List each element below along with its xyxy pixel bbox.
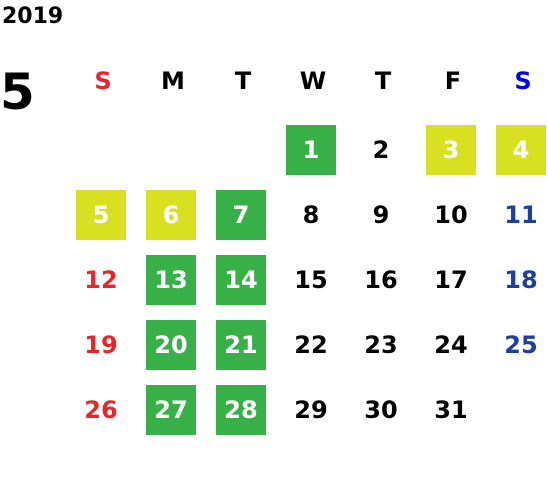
day-cell[interactable]: 24 xyxy=(418,312,488,377)
weekday-saturday: S xyxy=(514,67,532,95)
day-cell[interactable]: 20 xyxy=(138,312,208,377)
day-number: 21 xyxy=(216,320,266,370)
day-cell[interactable]: 30 xyxy=(348,377,418,442)
day-number: 20 xyxy=(146,320,196,370)
day-cell[interactable]: 26 xyxy=(68,377,138,442)
day-cell[interactable]: 11 xyxy=(488,182,548,247)
day-number: 31 xyxy=(434,396,468,424)
day-number: 22 xyxy=(294,331,328,359)
day-number: 17 xyxy=(434,266,468,294)
day-number: 25 xyxy=(504,331,538,359)
day-cell[interactable]: 31 xyxy=(418,377,488,442)
day-cell[interactable]: 28 xyxy=(208,377,278,442)
day-cell[interactable]: 10 xyxy=(418,182,488,247)
day-cell[interactable]: 18 xyxy=(488,247,548,312)
day-number: 7 xyxy=(216,190,266,240)
day-cell[interactable]: 15 xyxy=(278,247,348,312)
day-cell[interactable]: 6 xyxy=(138,182,208,247)
day-cell[interactable]: 21 xyxy=(208,312,278,377)
day-number: 8 xyxy=(302,201,320,229)
day-cell[interactable]: 16 xyxy=(348,247,418,312)
day-number: 1 xyxy=(286,125,336,175)
day-number: 24 xyxy=(434,331,468,359)
month-label: 5 xyxy=(0,63,35,121)
day-cell[interactable]: 12 xyxy=(68,247,138,312)
day-number: 11 xyxy=(504,201,538,229)
day-number: 26 xyxy=(84,396,118,424)
day-number: 13 xyxy=(146,255,196,305)
day-number: 14 xyxy=(216,255,266,305)
day-cell[interactable]: 13 xyxy=(138,247,208,312)
day-cell[interactable]: 27 xyxy=(138,377,208,442)
weekday-thursday: T xyxy=(374,67,392,95)
day-cell[interactable]: 3 xyxy=(418,117,488,182)
day-number: 18 xyxy=(504,266,538,294)
day-number: 23 xyxy=(364,331,398,359)
day-number: 29 xyxy=(294,396,328,424)
weekday-friday: F xyxy=(444,67,462,95)
day-number: 27 xyxy=(146,385,196,435)
day-number: 10 xyxy=(434,201,468,229)
day-cell[interactable]: 29 xyxy=(278,377,348,442)
day-cell[interactable]: 8 xyxy=(278,182,348,247)
day-cell[interactable]: 14 xyxy=(208,247,278,312)
day-number: 5 xyxy=(76,190,126,240)
day-cell[interactable]: 7 xyxy=(208,182,278,247)
day-number: 16 xyxy=(364,266,398,294)
day-number: 9 xyxy=(372,201,390,229)
day-cell[interactable]: 25 xyxy=(488,312,548,377)
day-number: 3 xyxy=(426,125,476,175)
day-number: 15 xyxy=(294,266,328,294)
weekday-sunday: S xyxy=(94,67,112,95)
day-cell[interactable]: 17 xyxy=(418,247,488,312)
day-number: 6 xyxy=(146,190,196,240)
day-cell[interactable]: 1 xyxy=(278,117,348,182)
weekday-monday: M xyxy=(161,67,185,95)
day-number: 2 xyxy=(372,136,390,164)
year-label: 2019 xyxy=(2,4,64,29)
day-cell[interactable]: 2 xyxy=(348,117,418,182)
day-cell[interactable]: 22 xyxy=(278,312,348,377)
day-number: 19 xyxy=(84,331,118,359)
day-cell[interactable]: 19 xyxy=(68,312,138,377)
day-number: 28 xyxy=(216,385,266,435)
day-number: 4 xyxy=(496,125,546,175)
day-number: 30 xyxy=(364,396,398,424)
weekday-tuesday: T xyxy=(234,67,252,95)
day-cell[interactable]: 5 xyxy=(68,182,138,247)
day-number: 12 xyxy=(84,266,118,294)
weekday-wednesday: W xyxy=(299,67,327,95)
day-cell[interactable]: 9 xyxy=(348,182,418,247)
day-cell[interactable]: 4 xyxy=(488,117,548,182)
day-cell[interactable]: 23 xyxy=(348,312,418,377)
